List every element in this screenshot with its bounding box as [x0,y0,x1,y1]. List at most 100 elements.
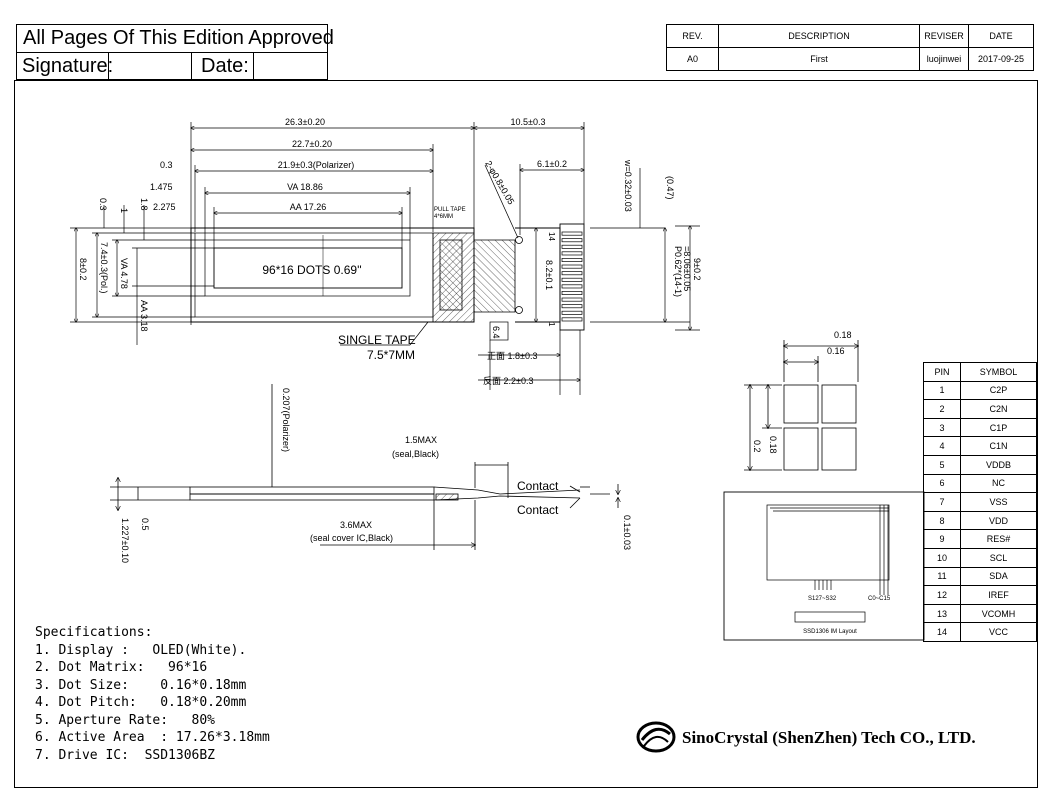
spec-item: 4. Dot Pitch: 0.18*0.20mm [35,695,247,710]
pin-number-cell: 3 [923,417,961,438]
pin-number-cell: 4 [923,436,961,456]
ic-layout [723,491,925,641]
pin-symbol-cell: VCC [960,622,1037,642]
dim-aa-height: AA 3.18 [139,300,149,332]
fpc-pin [561,297,583,302]
pin-symbol-cell: VCOMH [960,603,1037,624]
pin-number-cell: 1 [923,380,961,401]
pin-symbol-cell: RES# [960,529,1037,549]
fpc-pin [561,284,583,289]
dim-offset-1475: 1.475 [150,182,173,192]
pin-14-label: 14 [547,232,556,241]
approval-divider [108,52,109,80]
polarizer-thick: 0.207(Polarizer) [281,388,291,452]
fpc-pin [561,264,583,269]
hole-spec: 2-φ0.8±0.05 [483,159,516,206]
dimension-lines [70,122,700,395]
reviser-header: REVISER [919,24,969,48]
pin-symbol-cell: VDD [960,510,1037,531]
dim-offset-03: 0.3 [160,160,173,170]
panel-text: 96*16 DOTS 0.69'' [262,263,361,277]
company-block: SinoCrystal (ShenZhen) Tech CO., LTD. [636,720,1032,756]
approval-block: All Pages Of This Edition Approved Signa… [16,24,334,80]
dim-height-9: 9±0.2 [692,258,702,280]
description-cell: First [718,47,920,71]
pin-symbol-cell: VSS [960,492,1037,512]
pin-symbol-cell: SCL [960,547,1037,568]
dim-047: (0.47) [665,176,675,200]
fpc-pin [561,271,583,276]
pin-symbol-cell: C2P [960,380,1037,401]
pixel-w018: 0.18 [834,330,852,340]
rev-cell: A0 [666,47,719,71]
company-logo-icon [636,721,676,753]
dim-fpc-total: =8.06±0.05 [682,246,692,291]
fpc-pin [561,277,583,282]
dim-polarizer-width: 21.9±0.3(Polarizer) [278,160,354,170]
fpc-pin [561,238,583,243]
pixel-h02: 0.2 [752,440,762,453]
seal-max: 1.5MAX [405,435,437,445]
panel-top-view [190,223,585,341]
ic-note: (seal cover IC,Black) [310,533,393,543]
pin-number-cell: 9 [923,529,961,549]
approval-row: All Pages Of This Edition Approved [17,25,334,53]
layout-c-label: C0~C15 [868,596,891,602]
fpc-pin [561,231,583,236]
pin-symbol-cell: C1N [960,436,1037,456]
pin-1-label: 1 [547,322,556,327]
pin-number-cell: 14 [923,622,961,642]
fpc-pin [561,310,583,315]
pin-number-cell: 2 [923,399,961,419]
pull-tape-label: PULL TAPE [434,207,466,213]
drawing-frame [14,80,1038,788]
pin-symbol-cell: NC [960,473,1037,494]
approval-divider [253,52,254,80]
signature-label: Signature: [22,55,114,77]
thick-05: 0.5 [140,518,150,531]
date-label: Date: [201,55,249,77]
fpc-pin [561,304,583,309]
symbol-header: SYMBOL [960,362,1037,382]
spec-item: 7. Drive IC: SSD1306BZ [35,747,216,763]
contact-top: Contact [517,479,559,493]
single-tape-size: 7.5*7MM [367,348,415,362]
dim-va-height: VA 4.78 [119,258,129,289]
pixel-detail [744,340,858,470]
company-name: SinoCrystal (ShenZhen) Tech CO., LTD. [682,728,976,747]
drawing-labels: 26.3±0.20 10.5±0.3 22.7±0.20 21.9±0.3(Po… [78,117,891,635]
fpc-pin [561,244,583,249]
pin-symbol-cell: IREF [960,585,1037,605]
fpc-pin [561,258,583,262]
dim-glass-width: 22.7±0.20 [292,139,332,149]
dim-pin-width: w=0.32±0.03 [623,159,633,212]
pin-number-cell: 11 [923,566,961,587]
dim-overall-width: 26.3±0.20 [285,117,325,127]
dim-offset-2275: 2.275 [153,202,176,212]
side-profile [110,384,618,550]
pin-number-cell: 12 [923,585,961,605]
dim-height-8: 8±0.2 [78,258,88,280]
layout-s-label: S127~S32 [808,596,837,602]
dim-va-width: VA 18.86 [287,182,323,192]
specs-title: Specifications: [35,625,153,640]
spec-item: 5. Aperture Rate: 80% [35,712,216,728]
fpc-pin [561,317,583,322]
pin-header: PIN [923,362,961,382]
layout-caption: SSD1306 IM Layout [803,629,857,635]
dim-fpc-pitch: P0.62*(14-1) [673,246,683,297]
spec-item: 3. Dot Size: 0.16*0.18mm [35,677,247,693]
pin-number-cell: 8 [923,510,961,531]
description-header: DESCRIPTION [718,24,920,48]
